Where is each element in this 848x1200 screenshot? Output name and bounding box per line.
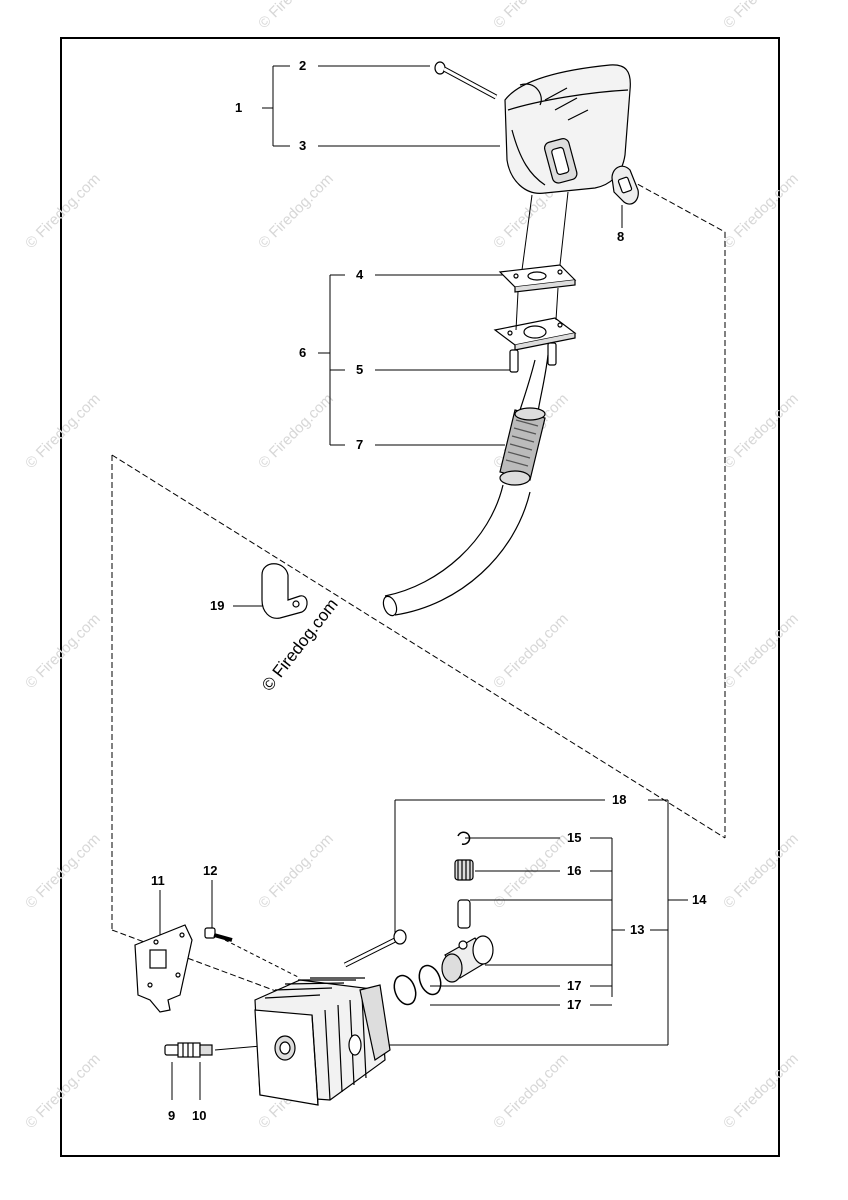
long-screw xyxy=(343,929,407,968)
dashed-guide-line xyxy=(629,179,726,233)
dashed-guide-line xyxy=(111,929,301,1001)
callout-11: 11 xyxy=(151,873,165,888)
exhaust-pipe xyxy=(382,354,549,617)
callout-9: 9 xyxy=(168,1108,176,1123)
spark-plug xyxy=(164,1042,213,1058)
callout-2: 2 xyxy=(299,58,307,73)
pipe-clamp xyxy=(261,563,308,619)
dashed-guide-line xyxy=(224,939,301,979)
flange-gasket xyxy=(493,317,577,351)
screw xyxy=(204,927,233,942)
callout-12: 12 xyxy=(203,863,218,878)
flange-plate xyxy=(498,264,577,293)
callout-8: 8 xyxy=(617,229,625,244)
mounting-bracket xyxy=(134,924,193,1013)
callout-1: 1 xyxy=(235,100,243,115)
muffler xyxy=(504,64,631,194)
callout-3: 3 xyxy=(299,138,307,153)
piston-pin xyxy=(457,899,471,929)
callout-16: 16 xyxy=(567,863,582,878)
screw xyxy=(509,342,557,373)
callout-4: 4 xyxy=(356,267,364,282)
callout-10: 10 xyxy=(192,1108,207,1123)
diagram-frame xyxy=(60,37,780,1157)
circlip xyxy=(457,831,471,845)
piston-ring xyxy=(393,964,442,1006)
cylinder xyxy=(254,977,391,1106)
piston xyxy=(441,935,494,983)
callout-15: 15 xyxy=(567,830,582,845)
callout-18: 18 xyxy=(612,792,627,807)
callout-19: 19 xyxy=(210,598,225,613)
callout-5: 5 xyxy=(356,362,364,377)
dashed-guide-line xyxy=(111,454,726,839)
screw xyxy=(434,61,498,100)
callout-7: 7 xyxy=(356,437,364,452)
callout-13: 13 xyxy=(630,922,645,937)
needle-bearing xyxy=(454,859,474,881)
callout-17: 17 xyxy=(567,978,582,993)
callout-14: 14 xyxy=(692,892,707,907)
callout-6: 6 xyxy=(299,345,307,360)
callout-17: 17 xyxy=(567,997,582,1012)
muffler-gasket xyxy=(611,165,639,205)
